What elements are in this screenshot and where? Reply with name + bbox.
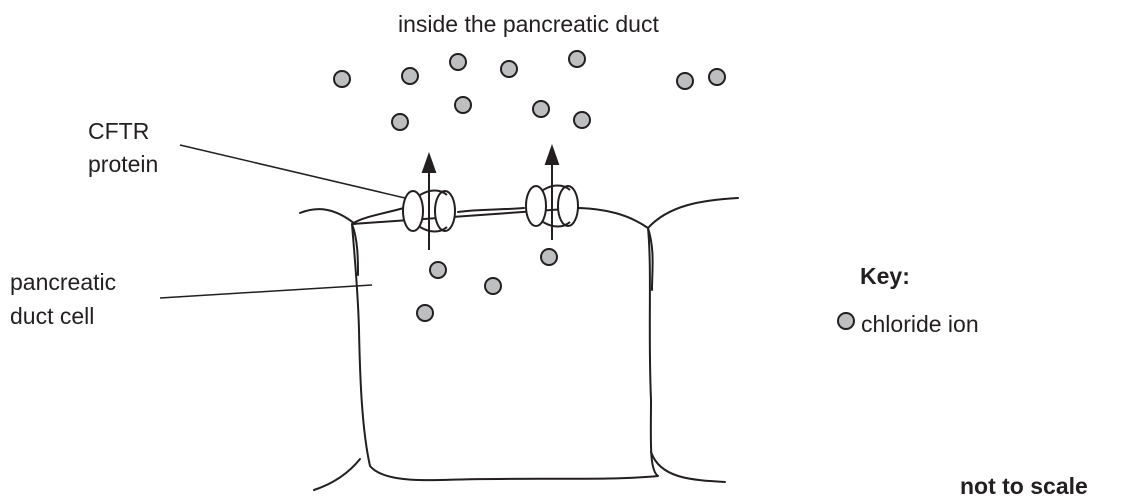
cell-leader-line [160,285,372,298]
chloride-ion [677,73,693,89]
neighbour-cell-bottom-left [314,459,360,490]
chloride-ion [541,249,557,265]
neighbour-cell-bottom-right [651,452,725,482]
chloride-ion [417,305,433,321]
cftr-leader-line [180,145,405,198]
chloride-ion [334,71,350,87]
chloride-ion [392,114,408,130]
chloride-ion [533,101,549,117]
duct-cell-membrane [352,208,658,480]
neighbour-cell-membrane-left [300,209,355,224]
chloride-ions [334,51,725,321]
key-chloride-ion-icon [838,313,854,329]
chloride-ion [574,112,590,128]
chloride-ion [450,54,466,70]
chloride-ion [569,51,585,67]
chloride-ion [402,68,418,84]
neighbour-cell-membrane-right [648,198,738,228]
chloride-ion [501,61,517,77]
chloride-ion [430,262,446,278]
chloride-ion [485,278,501,294]
chloride-ion [709,69,725,85]
chloride-ion [455,97,471,113]
